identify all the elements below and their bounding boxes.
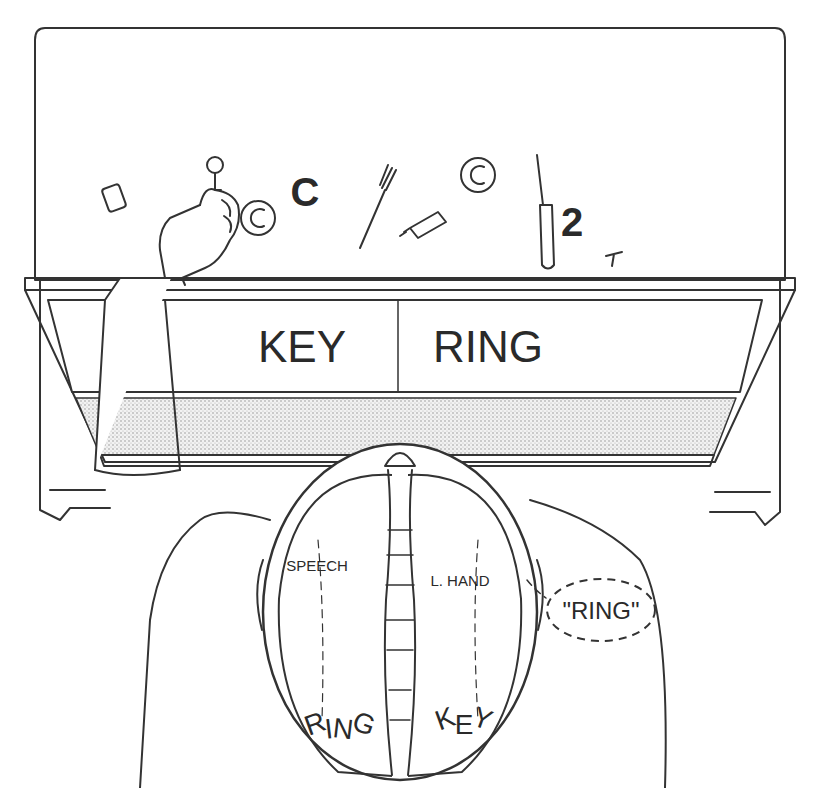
lighter: [101, 184, 126, 213]
hand-and-arm: [95, 189, 239, 475]
midline: [385, 470, 415, 775]
screen-word: RING: [433, 325, 543, 369]
speech-leader: [527, 580, 546, 598]
table-letter: C: [291, 172, 320, 212]
left-hemisphere: SPEECH RING: [265, 450, 398, 780]
screen-divider: [397, 300, 399, 392]
hemisphere-word: KEY: [436, 711, 492, 739]
spoken-word: "RING": [562, 599, 639, 623]
right-hemisphere: L. HAND KEY: [402, 450, 535, 780]
region-label: L. HAND: [430, 573, 489, 588]
screwdriver: [537, 155, 554, 269]
head-outline: [263, 444, 537, 780]
tack: [606, 252, 622, 266]
screen-word: KEY: [258, 325, 346, 369]
bottle: [400, 212, 446, 238]
region-label: SPEECH: [286, 558, 348, 573]
callosum-fibres: [386, 530, 414, 720]
screen-right-field: RING: [400, 300, 748, 390]
right-shoulder: [530, 500, 666, 788]
hemisphere-word: RING: [305, 716, 375, 744]
screen-left-field: KEY: [70, 300, 396, 390]
table-number: 2: [561, 202, 583, 242]
coin: [461, 158, 495, 192]
left-shoulder: [140, 513, 270, 788]
speech-bubble: "RING": [545, 577, 657, 643]
coin: [241, 201, 275, 235]
table-top: [35, 28, 785, 280]
fork: [360, 165, 396, 248]
nose: [385, 453, 415, 466]
